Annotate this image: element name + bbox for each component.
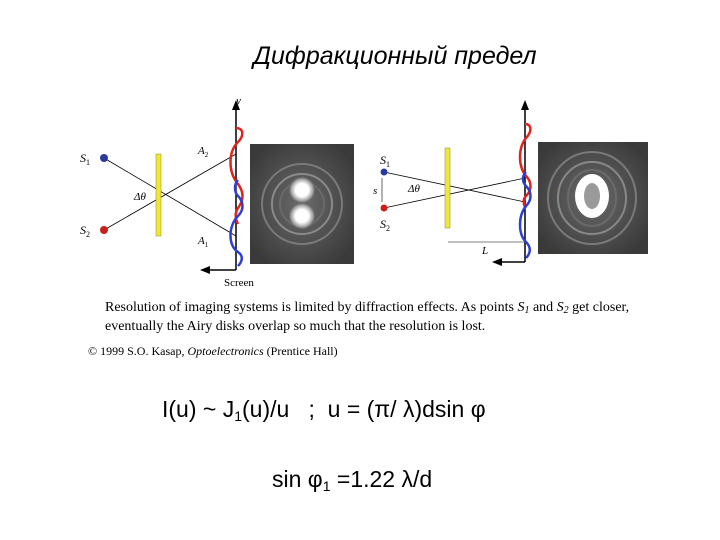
s1-label: S1 xyxy=(380,153,390,169)
right-diagram: S1 S2 s Δθ L xyxy=(373,100,648,266)
delta-theta-label: Δθ xyxy=(133,191,146,203)
a1-label: A1 xyxy=(197,235,209,249)
l-label: L xyxy=(481,245,488,257)
delta-theta-label: Δθ xyxy=(407,183,420,195)
ray-line xyxy=(103,157,237,237)
aperture-slit xyxy=(155,153,162,237)
screen-base-arrow xyxy=(492,258,502,266)
screen-base-arrow xyxy=(200,266,210,274)
source-s2-dot xyxy=(380,204,388,212)
intensity-curve-red xyxy=(229,126,244,225)
y-axis-arrow xyxy=(521,100,529,110)
ray-line xyxy=(103,153,237,231)
intensity-curve-red xyxy=(518,122,532,209)
airy-disk-image-resolved xyxy=(250,144,354,264)
intensity-formula: I(u) ~ J1(u)/u ; u = (π/ λ)dsin φ xyxy=(162,396,486,424)
copyright-note: © 1999 S.O. Kasap, Optoelectronics (Pren… xyxy=(88,344,338,358)
s2-label: S2 xyxy=(380,217,390,233)
a2-label: A2 xyxy=(197,145,209,159)
figure-caption: Resolution of imaging systems is limited… xyxy=(105,300,630,334)
intensity-curve-blue xyxy=(229,179,244,267)
source-s1-dot xyxy=(100,154,108,162)
aperture-slit xyxy=(444,147,451,229)
left-diagram: S1 S2 Δθ y Screen A2 A1 xyxy=(80,95,354,289)
s-label: s xyxy=(373,185,377,197)
ray-line xyxy=(383,177,526,209)
rayleigh-criterion-formula: sin φ1 =1.22 λ/d xyxy=(272,466,433,494)
slide-title: Дифракционный предел xyxy=(253,42,537,70)
airy-disk-image-unresolved xyxy=(538,142,648,254)
source-s1-dot xyxy=(380,168,388,176)
s2-label: S2 xyxy=(80,223,90,239)
diffraction-figure: S1 S2 Δθ y Screen A2 A1 xyxy=(80,95,648,289)
ray-line xyxy=(383,171,526,203)
source-s2-dot xyxy=(100,226,108,234)
intensity-curve-blue xyxy=(518,171,532,259)
s1-label: S1 xyxy=(80,151,90,167)
screen-label: Screen xyxy=(224,277,254,289)
y-axis-arrow xyxy=(232,100,240,110)
y-axis-label: y xyxy=(235,95,241,107)
